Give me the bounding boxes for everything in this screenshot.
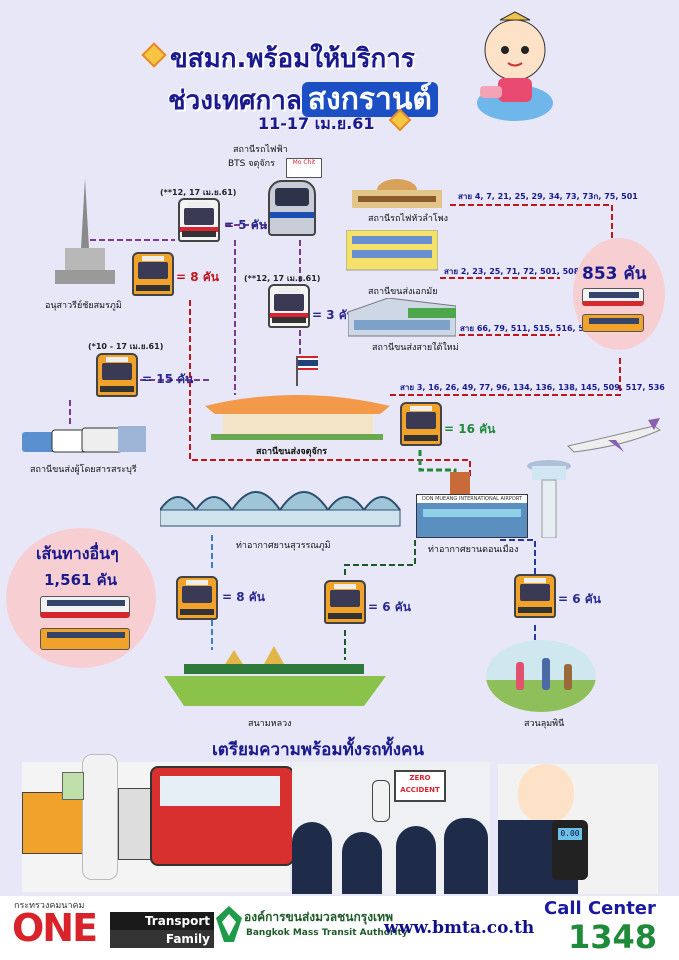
- bmta-logo-icon: [216, 906, 242, 942]
- sanamluang-label: สนามหลวง: [248, 719, 292, 729]
- southern-station-icon: [348, 298, 456, 337]
- title-dates: 11-17 เม.ย.61: [258, 114, 375, 133]
- call-center-number[interactable]: 1348: [568, 918, 658, 956]
- thai-flag-icon: [298, 356, 318, 370]
- lumphini-bus-count: = 6 คัน: [558, 592, 601, 606]
- chatuchak-bus-count: = 16 คัน: [444, 422, 496, 436]
- terminal-total-count: 853 คัน: [582, 264, 647, 284]
- bts-label-2: BTS จตุจักร: [228, 159, 275, 169]
- driver-person-icon: [342, 832, 382, 894]
- airplane-icon: [567, 418, 662, 453]
- red-line-hualamphong: [450, 204, 613, 245]
- chatuchak-terminal-icon: [205, 395, 390, 440]
- victory-monument-icon: [55, 178, 115, 284]
- chatuchak-a1-bus-icon: [400, 402, 442, 446]
- ministry-label: กระทรวงคมนาคม: [14, 901, 85, 911]
- bmta-thai-name: องค์การขนส่งมวลชนกรุงเทพ: [244, 910, 393, 924]
- driver-face-icon: [518, 764, 574, 824]
- family-logo-text: Family: [110, 930, 214, 948]
- saraburi-station-icon: [22, 426, 146, 453]
- ekkamai-routes: สาย 2, 23, 25, 71, 72, 501, 508, 511: [444, 267, 602, 276]
- bmta-english-name: Bangkok Mass Transit Authority: [246, 928, 408, 938]
- breathalyzer-panel: 0.00: [498, 764, 658, 894]
- orange-bus-side-icon: [582, 314, 644, 332]
- sanamluang-icon: [164, 646, 386, 706]
- victory-bus-icon: [132, 252, 174, 296]
- chatuchak-label: สถานีขนส่งจตุจักร: [256, 447, 328, 457]
- control-tower-icon: [527, 460, 571, 538]
- mochit-bus-count: = 5 คัน: [224, 218, 267, 232]
- checklist-icon: [62, 772, 84, 800]
- other-routes-title: เส้นทางอื่นๆ: [36, 544, 119, 563]
- hualamphong-station-icon: [352, 179, 442, 208]
- mascot-child-icon: [477, 11, 553, 121]
- donmueang-bus-count: = 6 คัน: [368, 600, 411, 614]
- saraburi-note: (*10 - 17 เม.ย.61): [88, 342, 164, 351]
- driver-person-icon: [444, 818, 488, 894]
- lumphini-label: สวนลุมพินี: [524, 719, 565, 729]
- lumphini-park-icon: [486, 640, 596, 712]
- bus-fleet-panel: [22, 754, 294, 892]
- title-line-2: ช่วงเทศกาลสงกรานต์: [168, 76, 438, 123]
- zero-accident-board: ZERO ACCIDENT: [394, 770, 446, 802]
- slogan: เตรียมความพร้อมทั้งรถทั้งคน: [212, 740, 425, 760]
- title-line-1: ขสมก.พร้อมให้บริการ: [170, 44, 415, 74]
- red-bus-side-icon: [40, 596, 130, 618]
- suvarnabhumi-label: ท่าอากาศยานสุวรรณภูมิ: [236, 541, 331, 551]
- bts-bus-count: = 3 คัน: [312, 308, 355, 322]
- one-logo-text: ONE: [12, 906, 98, 950]
- a3-bus-icon: [514, 574, 556, 618]
- bts-train-icon: [268, 180, 316, 236]
- hualamphong-label: สถานีรถไฟหัวลำโพง: [368, 214, 449, 224]
- trainer-person-icon: [372, 780, 390, 822]
- red-line-victory-donmueang: [189, 300, 471, 478]
- transport-logo-text: Transport: [110, 912, 214, 930]
- donmueang-terminal-icon: DON MUEANG INTERNATIONAL AIRPORT: [416, 494, 528, 538]
- donmueang-sign: DON MUEANG INTERNATIONAL AIRPORT: [417, 495, 527, 503]
- bts-bus-icon: [268, 284, 310, 328]
- darkgreen-line: [344, 540, 416, 575]
- a4-bus-icon: [324, 580, 366, 624]
- southern-label: สถานีขนส่งสายใต้ใหม่: [372, 343, 459, 353]
- chatuchak-routes: สาย 3, 16, 26, 49, 77, 96, 134, 136, 138…: [400, 383, 665, 392]
- inspector-person-icon: [82, 754, 118, 880]
- ekkamai-station-icon: [346, 230, 438, 271]
- southern-routes: สาย 66, 79, 511, 515, 516, 556: [460, 324, 596, 333]
- other-routes-count: 1,561 คัน: [44, 571, 117, 589]
- training-panel: ZERO ACCIDENT: [292, 762, 490, 894]
- victory-bus-count: = 8 คัน: [176, 270, 219, 284]
- driver-person-icon: [396, 826, 436, 894]
- bts-note: (**12, 17 เม.ย.61): [244, 274, 321, 283]
- orange-bus-side-icon: [40, 628, 130, 650]
- red-bus-side-icon: [582, 288, 644, 306]
- s1-bus-icon: [176, 576, 218, 620]
- breathalyzer-device-icon: 0.00: [552, 820, 588, 880]
- mochit-note: (**12, 17 เม.ย.61): [160, 188, 237, 197]
- blue-line-lumphini: [500, 539, 536, 640]
- driver-person-icon: [292, 822, 332, 894]
- bts-label-1: สถานีรถไฟฟ้า: [233, 145, 288, 155]
- brick-wall-icon: [450, 472, 470, 494]
- saraburi-label: สถานีขนส่งผู้โดยสารสระบุรี: [30, 465, 137, 475]
- hualamphong-routes: สาย 4, 7, 21, 25, 29, 34, 73, 73ก, 75, 5…: [458, 192, 638, 201]
- flagpole: [296, 356, 298, 386]
- title-prefix: ช่วงเทศกาล: [168, 86, 302, 116]
- saraburi-bus-icon: [96, 353, 138, 397]
- mochit-bus-icon: [178, 198, 220, 242]
- suvarnabhumi-bus-count: = 8 คัน: [222, 590, 265, 604]
- bts-sign: Mo Chit: [286, 158, 322, 178]
- ekkamai-label: สถานีขนส่งเอกมัย: [368, 287, 438, 297]
- suvarnabhumi-airport-icon: [160, 491, 401, 527]
- breathalyzer-reading: 0.00: [558, 828, 582, 840]
- call-center-label: Call Center: [544, 898, 656, 919]
- red-line-chatuchak: [390, 355, 621, 396]
- victory-label: อนุสาวรีย์ชัยสมรภูมิ: [45, 301, 122, 311]
- donmueang-label: ท่าอากาศยานดอนเมือง: [428, 545, 519, 555]
- website-link[interactable]: www.bmta.co.th: [384, 918, 535, 938]
- saraburi-bus-count: = 15 คัน: [142, 372, 194, 386]
- title-highlight: สงกรานต์: [301, 82, 438, 117]
